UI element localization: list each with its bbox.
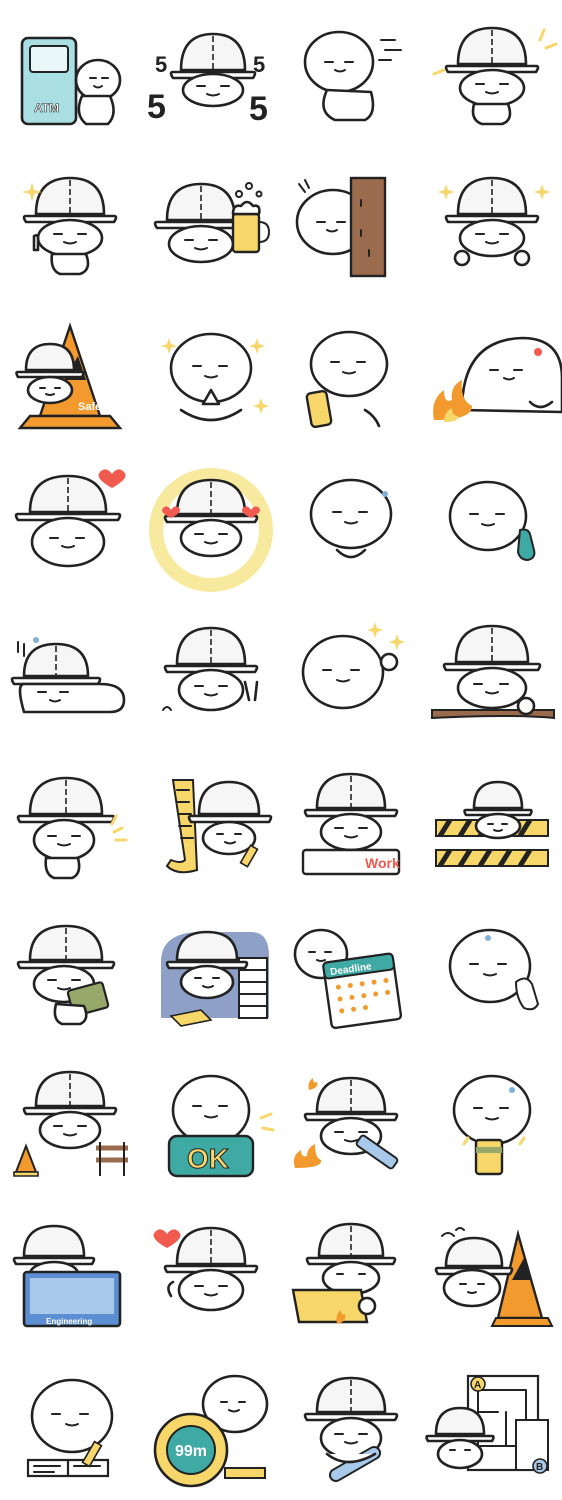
- sticker-long-list[interactable]: [141, 750, 282, 900]
- sticker-hearts[interactable]: [141, 450, 282, 600]
- work-sign-icon: Work: [301, 772, 401, 876]
- laptop-fire-icon: [291, 1222, 397, 1324]
- writing-icon: [26, 1378, 114, 1478]
- sticker-calendar[interactable]: Deadline: [281, 900, 422, 1050]
- five-label: 5: [147, 88, 166, 126]
- sticker-phone[interactable]: [281, 300, 422, 450]
- five-label: 5: [155, 52, 167, 77]
- sticker-beer[interactable]: [141, 150, 282, 300]
- sticker-tired-cone[interactable]: [422, 1200, 562, 1350]
- sticker-wave-heart[interactable]: [141, 1200, 282, 1350]
- peace-sign-icon: [161, 626, 258, 712]
- sticker-tape-measure[interactable]: 99m: [141, 1350, 282, 1500]
- sticker-money[interactable]: [0, 900, 141, 1050]
- sticker-writing[interactable]: [0, 1350, 141, 1500]
- sticker-five-five[interactable]: 5 5 5 5: [141, 0, 282, 150]
- desk-icon: [430, 624, 555, 720]
- sticker-ok-sign[interactable]: OK: [141, 1050, 282, 1200]
- sticker-fire-pipe[interactable]: [281, 1050, 422, 1200]
- sticker-paperwork[interactable]: [141, 900, 282, 1050]
- lying-down-icon: [10, 637, 126, 714]
- sticker-ok-hand[interactable]: [281, 600, 422, 750]
- sticker-fire[interactable]: [422, 300, 562, 450]
- sticker-salute[interactable]: [0, 750, 141, 900]
- sticker-drink[interactable]: [422, 1050, 562, 1200]
- fire-pipe-icon: [293, 1076, 399, 1170]
- running-icon: [303, 30, 402, 122]
- long-list-icon: [165, 779, 272, 874]
- blueprint-label-a: A: [474, 1380, 481, 1391]
- sticker-laptop-fire[interactable]: [281, 1200, 422, 1350]
- atm-icon: ATM: [20, 36, 122, 126]
- money-icon: [16, 924, 116, 1026]
- sticker-door-peek[interactable]: [281, 150, 422, 300]
- beer-icon: [153, 182, 270, 264]
- paperwork-icon: [160, 930, 269, 1027]
- sticker-fist-pump[interactable]: [422, 150, 562, 300]
- sticker-desk[interactable]: [422, 600, 562, 750]
- ok-sign-icon: OK: [167, 1074, 274, 1178]
- sticker-finger-heart[interactable]: [281, 450, 422, 600]
- cone-barrier-icon: [13, 1070, 128, 1177]
- sticker-telephone[interactable]: [422, 450, 562, 600]
- fist-pump-icon: [437, 176, 550, 267]
- sticker-sparkle[interactable]: [422, 0, 562, 150]
- sticker-cone-barrier[interactable]: [0, 1050, 141, 1200]
- tired-cone-icon: [434, 1227, 554, 1327]
- sticker-heart[interactable]: [0, 450, 141, 600]
- traffic-cone-icon: Safety: [15, 322, 123, 430]
- fire-icon: [432, 336, 562, 422]
- sparkle-icon: [432, 26, 557, 126]
- praying-icon: [160, 332, 269, 422]
- five-label: 5: [253, 52, 265, 77]
- five-label: 5: [249, 90, 268, 128]
- wave-heart-icon: [153, 1226, 258, 1312]
- tape-label: 99m: [175, 1443, 207, 1460]
- salute-icon: [16, 776, 128, 880]
- sticker-running[interactable]: [281, 0, 422, 150]
- sticker-praying[interactable]: [141, 300, 282, 450]
- sticker-barrier[interactable]: [422, 750, 562, 900]
- sticker-towel[interactable]: [422, 900, 562, 1050]
- pointing-icon: [22, 176, 118, 276]
- ok-hand-icon: [301, 622, 405, 710]
- sticker-traffic-cone[interactable]: Safety: [0, 300, 141, 450]
- blueprint-roll-icon: [303, 1376, 399, 1482]
- towel-icon: [448, 928, 539, 1011]
- calendar-icon: Deadline: [293, 928, 403, 1030]
- work-label: Work: [365, 855, 400, 871]
- engineering-label: Engineering: [46, 1317, 92, 1326]
- sticker-atm[interactable]: ATM: [0, 0, 141, 150]
- phone-icon: [305, 330, 389, 429]
- monitor-icon: Engineering: [12, 1224, 122, 1328]
- tape-measure-icon: 99m: [153, 1374, 268, 1488]
- door-peek-icon: [295, 176, 387, 278]
- barrier-icon: [434, 780, 549, 868]
- hearts-icon: [148, 468, 273, 592]
- sticker-blueprint-roll[interactable]: [281, 1350, 422, 1500]
- finger-heart-icon: [309, 478, 393, 559]
- blueprint-label-b: B: [536, 1462, 543, 1473]
- sticker-blueprint[interactable]: A B: [422, 1350, 562, 1500]
- sticker-pointing[interactable]: [0, 150, 141, 300]
- sticker-work-sign[interactable]: Work: [281, 750, 422, 900]
- blueprint-icon: A B: [424, 1374, 549, 1474]
- sticker-lying-down[interactable]: [0, 600, 141, 750]
- ok-label: OK: [187, 1143, 229, 1174]
- heart-icon: [14, 469, 126, 568]
- safety-label: Safety: [78, 401, 112, 413]
- atm-label: ATM: [34, 101, 59, 115]
- drink-icon: [452, 1074, 531, 1176]
- sticker-monitor[interactable]: Engineering: [0, 1200, 141, 1350]
- sticker-peace-sign[interactable]: [141, 600, 282, 750]
- five-five-icon: 5 5 5 5: [147, 32, 268, 128]
- telephone-icon: [448, 480, 535, 562]
